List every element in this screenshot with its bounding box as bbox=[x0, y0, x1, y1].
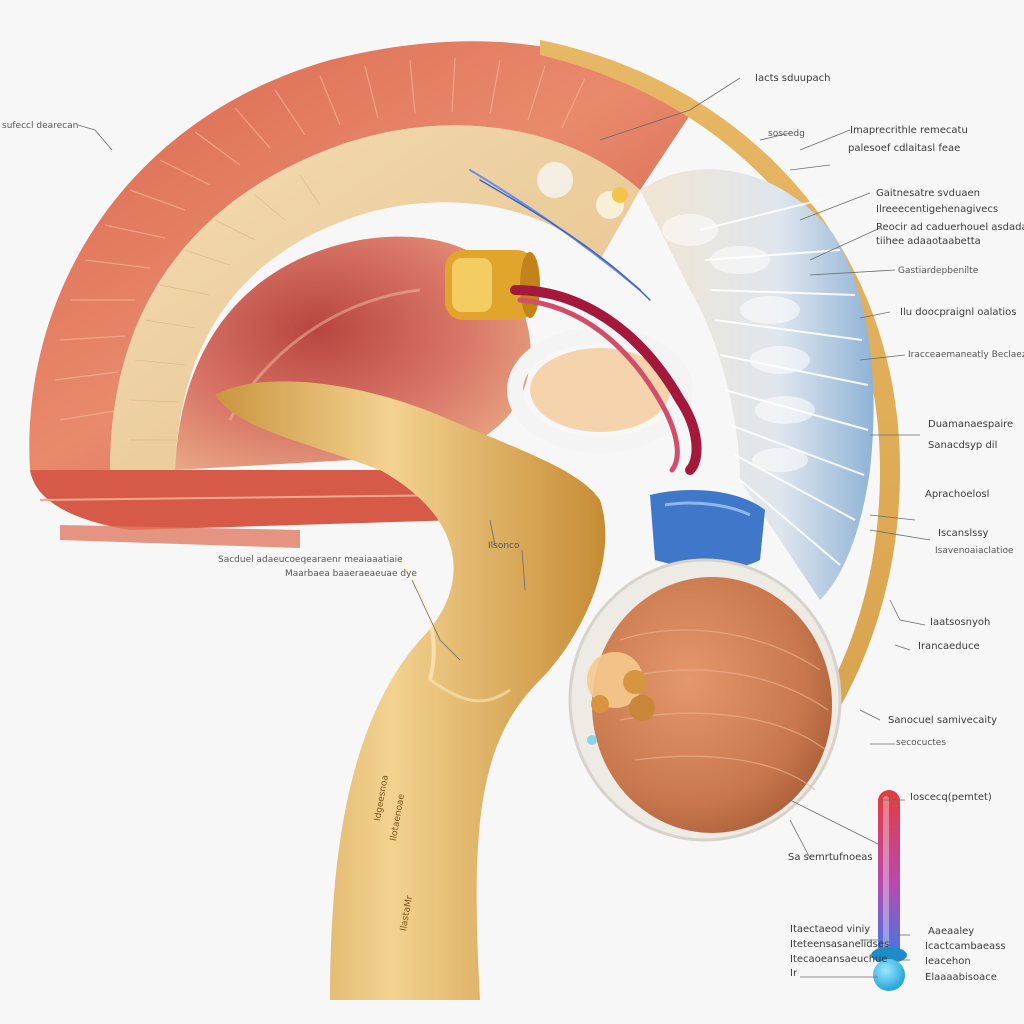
label-maarbaea-baaeraeaeuae: Maarbaea baaeraeaeuae dye bbox=[285, 569, 417, 579]
label-iscanslssy: Iscanslssy bbox=[938, 528, 989, 539]
outer-muscle-layer bbox=[29, 41, 691, 470]
label-ilreeecentigehenagivecs: Ilreeecentigehenagivecs bbox=[876, 204, 999, 215]
fan-lamellae bbox=[699, 199, 869, 566]
label-iracceaemaneatly-beclaez: Iracceaemaneatly Beclaez bbox=[908, 350, 1024, 360]
label-iteteensasanelidses: Iteteensasanelidses bbox=[790, 939, 890, 950]
label-ieacehon: Ieacehon bbox=[925, 956, 971, 967]
round-organ bbox=[592, 577, 832, 833]
label-sa-semrtufnoeas: Sa semrtufnoeas bbox=[788, 852, 873, 863]
label-isavenoaiaclatioe: Isavenoaiaclatioe bbox=[935, 546, 1014, 556]
blue-structure bbox=[650, 490, 765, 570]
label-sanocuel-samivecaity: Sanocuel samivecaity bbox=[888, 715, 998, 726]
label-iaatsosnyoh: Iaatsosnyoh bbox=[930, 617, 991, 628]
label-gaitnesatre-svduaen: Gaitnesatre svduaen bbox=[876, 188, 980, 199]
label-palesoef-cdlaitasl-feae: palesoef cdlaitasl feae bbox=[848, 143, 961, 154]
label-itecaoeansaeuchue: Itecaoeansaeuchue bbox=[790, 954, 888, 965]
label-sacduel-adaeucoeqearaenr: Sacduel adaeucoeqearaenr meaiaaatiaie bbox=[218, 555, 403, 565]
label-elaaaabisoace: Elaaaabisoace bbox=[925, 972, 997, 983]
muscle-striations bbox=[54, 57, 586, 421]
lower-muscle-band bbox=[30, 470, 470, 530]
golden-stem bbox=[215, 381, 606, 1000]
nodule-cluster bbox=[587, 652, 655, 745]
label-ilu-doocpraignl-oalatios: Ilu doocpraignl oalatios bbox=[900, 307, 1017, 318]
label-icactcambaeass: Icactcambaeass bbox=[925, 941, 1006, 952]
label-sufeccl-dearecan: sufeccl dearecan bbox=[2, 121, 79, 131]
label-ir: Ir bbox=[790, 968, 798, 979]
label-soscedg: soscedg bbox=[768, 129, 805, 139]
label-secocuctes: secocuctes bbox=[896, 738, 947, 748]
tan-inner-layer bbox=[110, 125, 640, 471]
label-ilsonco: Ilsonco bbox=[488, 541, 520, 551]
label-gastiardepbenilte: Gastiardepbenilte bbox=[898, 266, 979, 276]
layered-fan-tissue bbox=[640, 169, 874, 600]
label-imaprecrithle-remecatu: Imaprecrithle remecatu bbox=[850, 125, 968, 136]
label-aaeaaley: Aaeaaley bbox=[928, 926, 975, 937]
tube-bulb bbox=[873, 959, 905, 991]
label-reocir-ad-caduerhouel: Reocir ad caduerhouel asdaday bbox=[876, 222, 1024, 233]
label-sanacdsyp-dil: Sanacdsyp dil bbox=[928, 440, 998, 451]
label-itaectaeod-viniy: Itaectaeod viniy bbox=[790, 924, 871, 935]
leader-lines bbox=[77, 77, 931, 978]
label-duamanaespaire: Duamanaespaire bbox=[928, 419, 1014, 430]
red-vessels bbox=[469, 169, 702, 475]
label-iacts-sduupach: Iacts sduupach bbox=[755, 73, 831, 84]
label-tiihee-adaaotaabetta: tiihee adaaotaabetta bbox=[876, 236, 981, 247]
label-irancaeduce: Irancaeduce bbox=[918, 641, 980, 652]
label-aprachoelosl: Aprachoelosl bbox=[925, 489, 990, 500]
gradient-tube bbox=[878, 790, 900, 960]
white-ring bbox=[507, 327, 693, 453]
label-ioscecq-pemtet: Ioscecq(pemtet) bbox=[910, 792, 992, 803]
bubble bbox=[537, 162, 573, 198]
